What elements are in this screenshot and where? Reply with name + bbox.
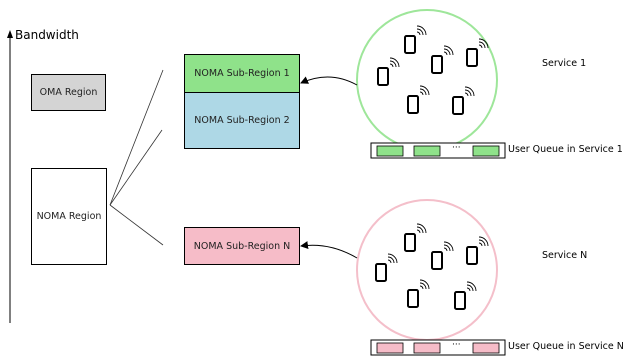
smartphone-icon	[431, 241, 454, 270]
wireless-signal-icon	[443, 45, 454, 56]
smartphone-icon	[377, 57, 400, 86]
user-queue-service-1-label: User Queue in Service 1	[508, 144, 623, 155]
smartphone-icon	[404, 25, 427, 54]
queue-slot	[472, 145, 500, 157]
bandwidth-axis-arrowhead	[7, 30, 13, 38]
queue-slot	[413, 342, 441, 354]
smartphone-icon	[431, 45, 454, 74]
wireless-signal-icon	[419, 279, 430, 290]
fan-line-1	[109, 69, 164, 206]
queue-slot	[376, 342, 404, 354]
smartphone-icon	[454, 281, 477, 310]
user-queue-service-n-label: User Queue in Service N	[508, 341, 624, 352]
service-n-assignment-arrow	[300, 241, 358, 259]
wireless-signal-icon	[389, 57, 400, 68]
smartphone-icon	[375, 253, 398, 282]
smartphone-icon	[466, 236, 489, 265]
smartphone-icon	[452, 86, 475, 115]
fan-line-2	[109, 129, 163, 206]
noma-sub-region-1-label: NOMA Sub-Region 1	[194, 68, 290, 79]
noma-sub-region-1: NOMA Sub-Region 1	[184, 54, 300, 93]
oma-region: OMA Region	[31, 74, 106, 111]
noma-region: NOMA Region	[31, 168, 107, 265]
wireless-signal-icon	[478, 236, 489, 247]
smartphone-icon	[407, 279, 430, 308]
smartphone-icon	[407, 85, 430, 114]
queue-1-ellipsis: ···	[452, 143, 461, 153]
wireless-signal-icon	[478, 38, 489, 49]
bandwidth-axis-label: Bandwidth	[15, 28, 79, 42]
wireless-signal-icon	[387, 253, 398, 264]
noma-region-label: NOMA Region	[36, 211, 102, 222]
queue-slot	[413, 145, 441, 157]
wireless-signal-icon	[419, 85, 430, 96]
queue-slot	[376, 145, 404, 157]
queue-slot	[472, 342, 500, 354]
service-n-label: Service N	[542, 250, 588, 261]
service-1-assignment-arrow	[300, 76, 358, 86]
noma-sub-region-n: NOMA Sub-Region N	[184, 227, 300, 265]
smartphone-icon	[466, 38, 489, 67]
wireless-signal-icon	[466, 281, 477, 292]
wireless-signal-icon	[416, 25, 427, 36]
wireless-signal-icon	[464, 86, 475, 97]
noma-sub-region-2: NOMA Sub-Region 2	[184, 92, 300, 149]
wireless-signal-icon	[416, 223, 427, 234]
smartphone-icon	[404, 223, 427, 252]
wireless-signal-icon	[443, 241, 454, 252]
service-1-label: Service 1	[542, 58, 587, 69]
noma-sub-region-n-label: NOMA Sub-Region N	[193, 240, 291, 252]
queue-n-ellipsis: ···	[452, 340, 461, 350]
oma-region-label: OMA Region	[39, 87, 98, 98]
noma-sub-region-2-label: NOMA Sub-Region 2	[194, 115, 290, 126]
fan-line-3	[109, 204, 164, 246]
